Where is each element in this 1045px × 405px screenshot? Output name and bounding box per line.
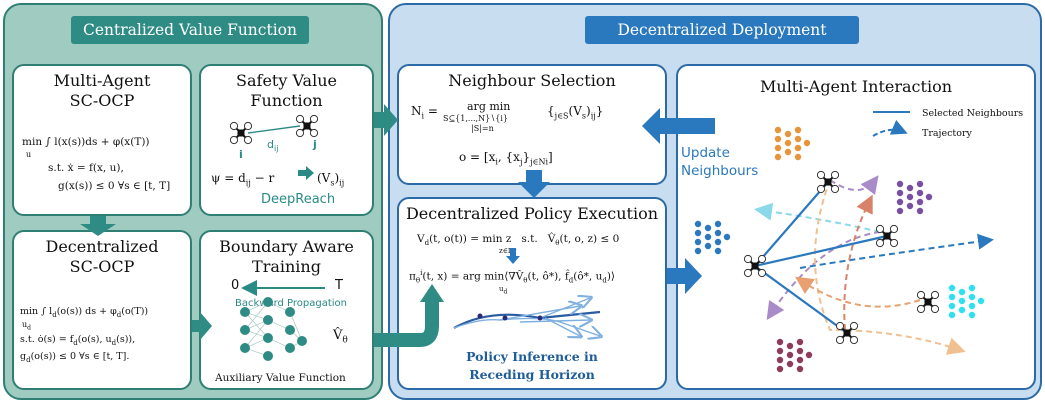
centralized-title: Centralized Value Function bbox=[71, 16, 309, 44]
ma-ocp-eq2: s.t. ẋ = f(x, u), bbox=[48, 162, 124, 174]
safety-eq: ψ = dij − r bbox=[211, 171, 275, 188]
neighbour-selection-box: Neighbour Selection Ni = arg min S⊆{1,..… bbox=[397, 64, 667, 185]
boundary-training-box: Boundary Aware Training 0 T Backward Pro… bbox=[199, 230, 374, 390]
nn-cyan-icon bbox=[948, 284, 985, 319]
ma-ocp-title2: SC-OCP bbox=[69, 91, 135, 110]
decentralized-title: Decentralized Deployment bbox=[585, 16, 859, 44]
multi-agent-ocp-box: Multi-Agent SC-OCP min ∫ l(x(s))ds + φ(x… bbox=[12, 64, 192, 216]
safety-title1: Safety Value bbox=[236, 71, 337, 90]
drone-cyan-icon bbox=[916, 290, 940, 314]
neighbour-lines bbox=[754, 181, 888, 334]
arrow-dec-to-boundary bbox=[192, 312, 212, 340]
aux-nn-nodes bbox=[240, 297, 307, 361]
ma-ocp-eq1-sub: u bbox=[26, 150, 32, 159]
safety-arrow-icon bbox=[298, 166, 314, 180]
distance-line bbox=[247, 125, 301, 134]
safety-eq-result: (Vs)ij bbox=[317, 171, 345, 188]
policy-down-arrow-icon bbox=[506, 248, 520, 264]
policy-eq2-min-sub: ud bbox=[499, 285, 508, 296]
trajectories bbox=[754, 175, 994, 355]
arrow-safety-to-neighbour bbox=[374, 104, 398, 136]
neighbour-sum: {j∈S(Vs)ij} bbox=[547, 104, 604, 121]
neighbour-argmin: arg min bbox=[467, 100, 511, 113]
neighbour-argmin-sub2: |S|=n bbox=[471, 124, 494, 133]
update-label-1: Update bbox=[681, 145, 730, 161]
backward-propagation-label: Backward Propagation bbox=[235, 298, 348, 309]
nn-blue-icon bbox=[694, 220, 731, 255]
arrow-ocp-to-dec bbox=[80, 216, 116, 236]
update-label-2: Neighbours bbox=[681, 163, 759, 179]
ma-ocp-title1: Multi-Agent bbox=[53, 71, 151, 90]
vhat-label: V̂θ bbox=[333, 328, 348, 346]
legend-trajectory-label: Trajectory bbox=[922, 128, 972, 139]
nn-purple-icon bbox=[896, 180, 933, 215]
safety-value-box: Safety Value Function i j dij ψ = dij − … bbox=[199, 64, 374, 216]
agent-i-label: i bbox=[239, 148, 243, 161]
policy-eq1: Vd(t, o(t)) = min z s.t. V̂θ(t, o, z) ≤ … bbox=[417, 233, 620, 248]
arrow-policy-to-interaction bbox=[667, 258, 702, 294]
legend-trajectory-line bbox=[872, 119, 908, 137]
policy-execution-box: Decentralized Policy Execution Vd(t, o(t… bbox=[397, 197, 667, 390]
agent-j-label: j bbox=[313, 138, 317, 151]
observation-eq: o = [xi, {xj}j∈Ni] bbox=[459, 150, 553, 167]
neighbour-title: Neighbour Selection bbox=[448, 71, 616, 90]
arrow-boundary-to-policy bbox=[374, 300, 439, 347]
dec-ocp-eq2: s.t. ȯ(s) = fd(o(s), ud(s)), bbox=[20, 334, 136, 347]
deepreach-label: DeepReach bbox=[261, 192, 336, 207]
policy-title: Decentralized Policy Execution bbox=[405, 204, 659, 223]
neighbour-argmin-sub: S⊆{1,...,N}∖{i} bbox=[443, 114, 508, 123]
receding-horizon-icon bbox=[453, 298, 600, 336]
ego-drone-icon bbox=[743, 254, 767, 278]
drone-purple-icon bbox=[875, 224, 899, 248]
dec-ocp-eq1: min ∫ ld(o(s)) ds + φd(o(T)) bbox=[20, 306, 149, 319]
interaction-title: Multi-Agent Interaction bbox=[760, 77, 952, 96]
nn-orange-icon bbox=[774, 126, 811, 161]
inference-label-2: Receding Horizon bbox=[469, 367, 595, 382]
dec-ocp-min-sub: ud bbox=[22, 320, 31, 332]
boundary-title2: Training bbox=[252, 257, 321, 276]
legend-selected-label: Selected Neighbours bbox=[922, 108, 1024, 119]
time-T-label: T bbox=[335, 278, 343, 293]
arrow-neighbour-to-policy bbox=[518, 170, 550, 198]
policy-eq1-min-sub: z∈ℝ⁺ bbox=[499, 247, 518, 255]
time-zero-label: 0 bbox=[231, 278, 240, 293]
decentralized-ocp-box: Decentralized SC-OCP min ∫ ld(o(s)) ds +… bbox=[12, 230, 192, 390]
ma-ocp-eq3: g(x(s)) ≤ 0 ∀s ∈ [t, T] bbox=[58, 180, 171, 192]
inference-label-1: Policy Inference in bbox=[466, 349, 598, 364]
neighbour-eq1-lhs: Ni = bbox=[411, 104, 438, 121]
safety-title2: Function bbox=[250, 91, 323, 110]
arrow-update-neighbours bbox=[642, 108, 715, 144]
ma-ocp-eq1: min ∫ l(x(s))ds + φ(x(T)) bbox=[22, 136, 150, 148]
distance-label: dij bbox=[267, 138, 279, 154]
drone-maroon-icon bbox=[835, 321, 859, 345]
dec-ocp-title2: SC-OCP bbox=[69, 257, 135, 276]
dec-ocp-title1: Decentralized bbox=[45, 237, 159, 256]
horizon-points bbox=[477, 313, 543, 321]
dec-ocp-eq3: gd(o(s)) ≤ 0 ∀s ∈ [t, T]. bbox=[20, 351, 130, 364]
boundary-title1: Boundary Aware bbox=[219, 237, 354, 256]
aux-value-label: Auxiliary Value Function bbox=[215, 372, 346, 384]
nn-maroon-icon bbox=[776, 338, 813, 373]
drone-orange-icon bbox=[816, 170, 840, 194]
policy-eq2: πθi(t, x) = arg min⟨∇V̂θ(t, ô*), f̂d(ô*,… bbox=[409, 269, 616, 285]
